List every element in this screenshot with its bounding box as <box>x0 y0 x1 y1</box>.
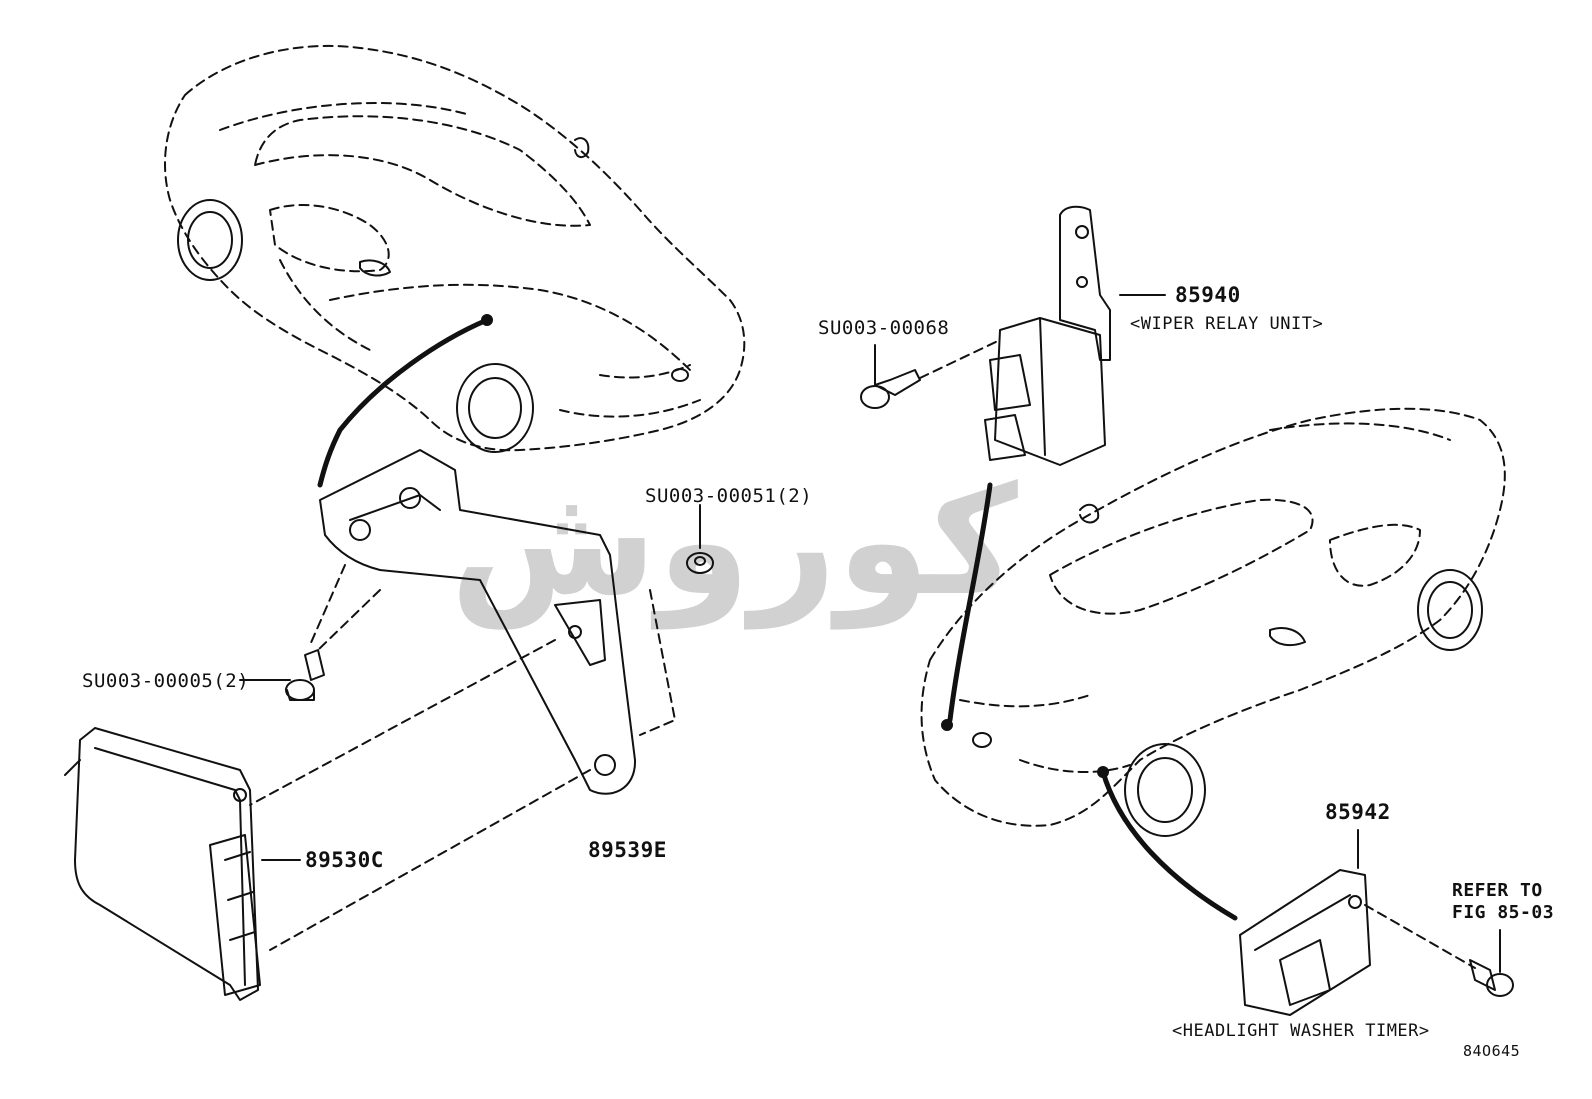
bolt-su003-00068 <box>860 339 1001 409</box>
part-label-89539e: 89539E <box>588 838 667 862</box>
nut-su003-00051 <box>686 504 714 574</box>
leader-line-left-car <box>317 317 490 488</box>
part-note-headlight-washer-timer: <HEADLIGHT WASHER TIMER> <box>1172 1021 1430 1041</box>
car-right-outline <box>920 407 1506 827</box>
part-label-85942: 85942 <box>1325 800 1391 824</box>
leader-line-timer <box>1100 769 1238 921</box>
bolt-su003-00005 <box>239 649 325 701</box>
part-label-su003-00051: SU003-00051(2) <box>645 485 813 507</box>
watermark-logo: کوروش <box>450 455 1018 629</box>
part-note-wiper-relay-unit: <WIPER RELAY UNIT> <box>1130 314 1324 334</box>
bracket-assembly-lines <box>249 564 676 951</box>
bolt-refer-fig-85-03 <box>1469 929 1514 997</box>
leader-line-relay <box>947 482 993 723</box>
car-left-outline <box>164 44 746 452</box>
car-right-wheels <box>972 503 1483 837</box>
figure-code: 84O645 <box>1463 1042 1521 1060</box>
part-label-su003-00068: SU003-00068 <box>818 317 950 339</box>
refer-note-line1: REFER TO <box>1452 880 1543 901</box>
car-left-wheels <box>177 137 689 453</box>
mount-point-dot-relay <box>941 719 953 731</box>
part-label-89530c: 89530C <box>305 848 384 872</box>
relay-85940 <box>984 205 1166 466</box>
ecu-89530c <box>64 727 301 1001</box>
part-label-su003-00005: SU003-00005(2) <box>82 670 250 692</box>
refer-note-line2: FIG 85-03 <box>1452 902 1555 923</box>
part-label-85940: 85940 <box>1175 283 1241 307</box>
timer-85942 <box>1239 829 1476 1016</box>
bracket-89539e <box>319 449 637 795</box>
